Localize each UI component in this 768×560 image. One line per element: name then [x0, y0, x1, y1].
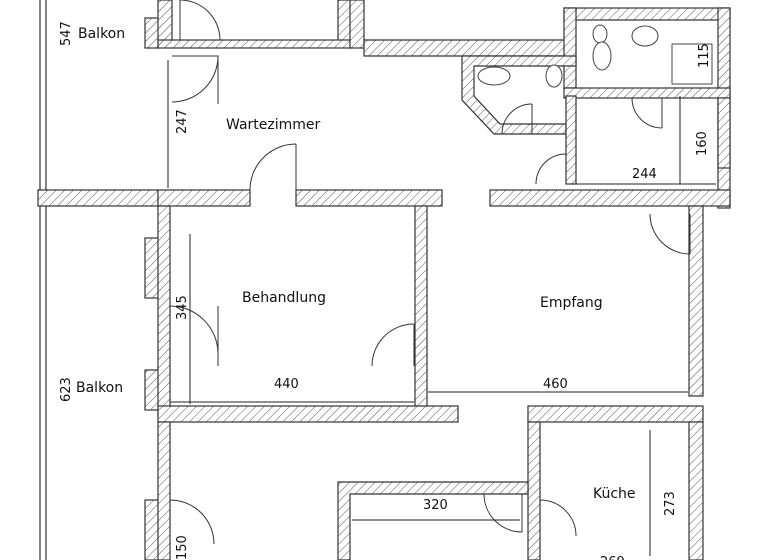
- balcony-rails: [39, 0, 160, 560]
- toilet-icon: [592, 41, 612, 71]
- doors: [169, 0, 691, 545]
- sink-icon: [631, 25, 659, 47]
- dimension-label: 269: [600, 555, 625, 560]
- room-label: Balkon: [76, 380, 123, 396]
- room-label: Behandlung: [242, 290, 326, 306]
- sink-icon: [545, 64, 563, 88]
- dimension-lines: [167, 60, 716, 556]
- dimension-label: 247: [175, 109, 190, 134]
- dimension-label: 115: [697, 43, 712, 68]
- room-label: Küche: [593, 486, 636, 502]
- dimension-label: 440: [274, 377, 299, 392]
- dimension-label: 273: [663, 491, 678, 516]
- dimension-label: 623: [59, 377, 74, 402]
- dimension-label: 150: [175, 535, 190, 560]
- room-label: Empfang: [540, 295, 603, 311]
- shower-icon: [671, 43, 713, 85]
- room-label: Balkon: [78, 26, 125, 42]
- walls: [37, 0, 731, 560]
- sink-icon: [592, 24, 608, 44]
- sanitary-fixtures: [477, 24, 713, 88]
- dimension-label: 244: [632, 167, 657, 182]
- room-labels: Balkon Wartezimmer Behandlung Empfang Ba…: [76, 26, 636, 502]
- dimension-label: 547: [59, 21, 74, 46]
- dimension-label: 160: [695, 131, 710, 156]
- dimension-label: 320: [423, 498, 448, 513]
- dimension-labels: 547 247 115 160 244 345 440 460 623 320 …: [59, 21, 712, 560]
- toilet-icon: [477, 66, 511, 86]
- dimension-label: 345: [175, 295, 190, 320]
- dimension-label: 460: [543, 377, 568, 392]
- room-label: Wartezimmer: [226, 117, 321, 133]
